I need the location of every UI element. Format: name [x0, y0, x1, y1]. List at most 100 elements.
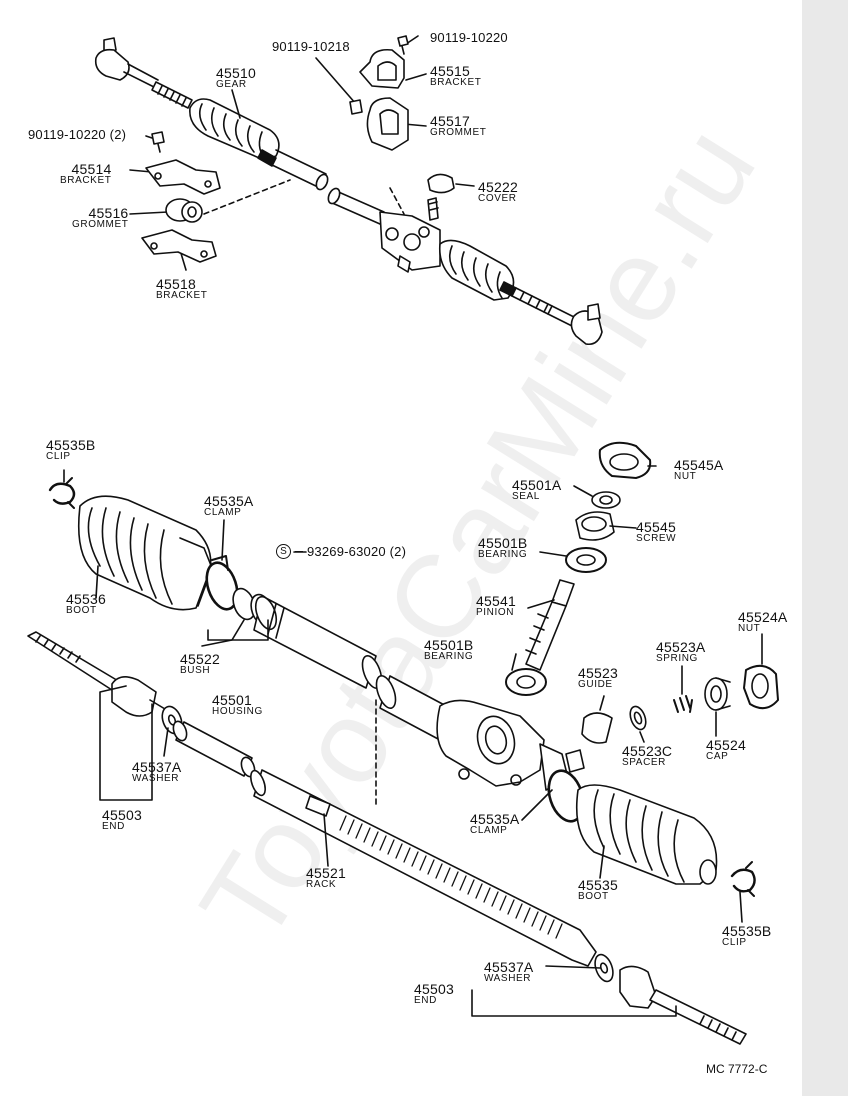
part-number: 93269-63020 (2): [307, 544, 407, 559]
label-45501A: 45501A SEAL: [512, 478, 561, 502]
part-number: 45222: [478, 179, 518, 195]
label-45521: 45521 RACK: [306, 866, 346, 890]
part-number: 45501: [212, 692, 252, 708]
guide-45523: [581, 712, 613, 744]
part-name: PINION: [476, 607, 515, 618]
label-45524A: 45524A NUT: [738, 610, 787, 634]
part-number: 45501B: [424, 637, 474, 653]
part-name: SPACER: [622, 757, 666, 768]
spacer-45523C: [629, 705, 647, 731]
part-name: COVER: [478, 193, 517, 204]
leader-dash: [295, 551, 303, 552]
part-name: NUT: [674, 471, 697, 482]
label-90119-10218: 90119-10218: [272, 40, 350, 53]
part-number: 45517: [430, 113, 470, 129]
part-name: CLAMP: [204, 507, 242, 518]
side-margin: [802, 0, 848, 1096]
seal-45501A: [591, 491, 621, 509]
label-45522: 45522 BUSH: [180, 652, 220, 676]
label-45541: 45541 PINION: [476, 594, 516, 618]
part-name: BRACKET: [156, 290, 208, 301]
tie-rod-end-left-top: [94, 37, 159, 89]
clamp-45535A-top: [205, 555, 239, 611]
screw-45545: [575, 511, 615, 541]
nut-45524A: [743, 664, 779, 710]
label-45537A-right: 45537A WASHER: [484, 960, 533, 984]
part-number: 45545: [636, 519, 676, 535]
pinion-housing-top: [379, 197, 441, 273]
part-name: BEARING: [478, 549, 528, 560]
label-45523A: 45523A SPRING: [656, 640, 705, 664]
label-45535: 45535 BOOT: [578, 878, 618, 902]
part-number: 45514: [71, 161, 112, 177]
boot-right-top: [438, 239, 517, 301]
steering-gear-assembly-top: [94, 35, 603, 346]
part-name: HOUSING: [212, 706, 263, 717]
label-45535A-lower: 45535A CLAMP: [470, 812, 519, 836]
part-name: END: [102, 821, 125, 832]
label-90119-10220-2: 90119-10220 (2): [28, 128, 126, 141]
part-number: 45524: [706, 737, 746, 753]
grommet-45516: [165, 198, 203, 223]
boot-left-top: [189, 98, 280, 167]
part-name: SPRING: [656, 653, 698, 664]
part-name: GUIDE: [578, 679, 613, 690]
part-number: 45523A: [656, 639, 706, 655]
rack-end-tube-left: [172, 720, 256, 778]
label-93269: S 93269-63020 (2): [276, 544, 406, 559]
part-number: 45535: [578, 877, 618, 893]
part-number: 45537A: [132, 759, 182, 775]
part-number: 45536: [66, 591, 106, 607]
part-number: 90119-10220: [430, 30, 508, 45]
part-number: 45521: [306, 865, 346, 881]
part-name: BOOT: [578, 891, 609, 902]
clip-45535B-left: [48, 477, 76, 509]
tie-rod-end-right-top: [511, 287, 603, 346]
label-45524: 45524 CAP: [706, 738, 746, 762]
part-number: 45537A: [484, 959, 534, 975]
part-name: BUSH: [180, 665, 211, 676]
bearing-45501B-bottom: [505, 668, 547, 696]
diagram-code: MC 7772-C: [706, 1062, 768, 1076]
part-number: 45516: [88, 205, 129, 221]
label-45501B-top: 45501B BEARING: [478, 536, 527, 560]
s-symbol-icon: S: [276, 544, 291, 559]
bracket-45518: [141, 229, 217, 263]
label-45537A-left: 45537A WASHER: [132, 760, 181, 784]
part-name: CLIP: [46, 451, 71, 462]
boot-45536: [77, 495, 213, 611]
bolt-90119-10220-2: [151, 131, 165, 153]
label-45535A-top: 45535A CLAMP: [204, 494, 253, 518]
part-name: CAP: [706, 751, 729, 762]
spring-45523A: [673, 695, 693, 713]
part-number: 45515: [430, 63, 470, 79]
label-45535B-right: 45535B CLIP: [722, 924, 771, 948]
label-45510: 45510 GEAR: [216, 66, 256, 90]
label-45523: 45523 GUIDE: [578, 666, 618, 690]
part-name: RACK: [306, 879, 337, 890]
part-name: BOOT: [66, 605, 97, 616]
part-name: CLAMP: [470, 825, 508, 836]
part-number: 45510: [216, 65, 256, 81]
part-name: BRACKET: [430, 77, 482, 88]
label-45222: 45222 COVER: [478, 180, 518, 204]
label-45503-right: 45503 END: [414, 982, 454, 1006]
part-number: 45535A: [470, 811, 520, 827]
bolt-90119-10220-top: [397, 35, 409, 55]
label-45503-left: 45503 END: [102, 808, 142, 832]
label-45518: 45518 BRACKET: [156, 277, 207, 301]
label-45535B-top: 45535B CLIP: [46, 438, 95, 462]
part-number: 45503: [102, 807, 142, 823]
label-45517: 45517 GROMMET: [430, 114, 486, 138]
part-number: 90119-10220 (2): [28, 127, 127, 142]
label-45516: 45516 GROMMET: [72, 206, 128, 230]
part-number: 45503: [414, 981, 454, 997]
rack-45521: [250, 769, 597, 967]
tie-rod-end-45503-left: [27, 631, 171, 717]
housing-45501-tube: [253, 595, 383, 690]
part-number: 45535A: [204, 493, 254, 509]
bolt-90119-10218: [349, 99, 363, 115]
label-45501: 45501 HOUSING: [212, 693, 263, 717]
